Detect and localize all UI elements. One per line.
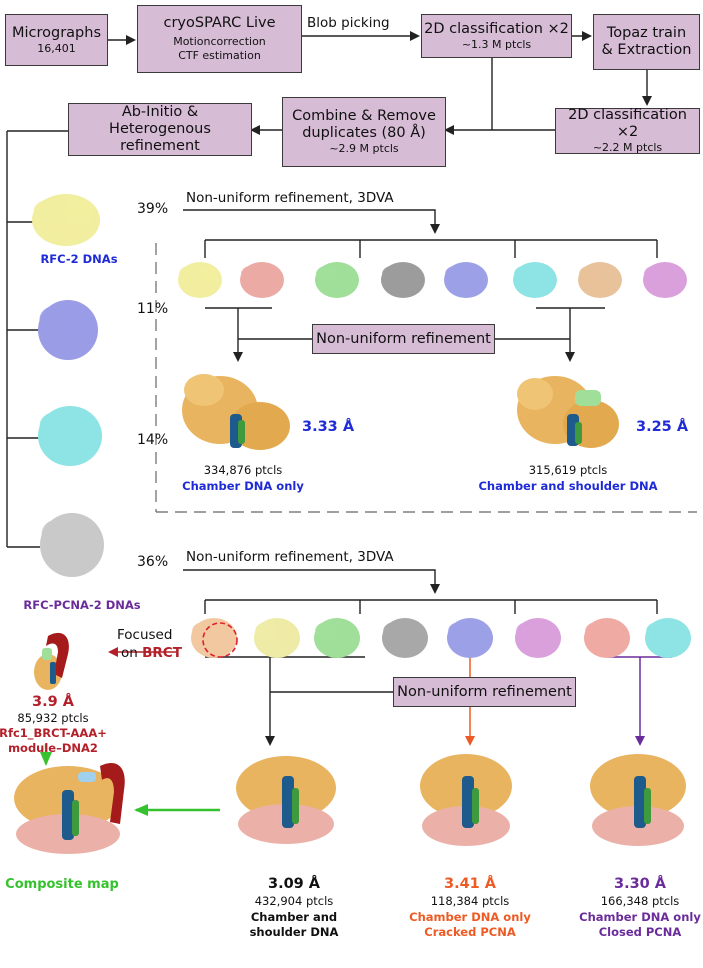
top-result-2-res: 3.25 Å xyxy=(636,419,689,435)
class-map-3 xyxy=(38,406,102,466)
bottom-result-2-desc-2: Cracked PCNA xyxy=(424,925,516,939)
class-pct-3: 14% xyxy=(137,432,169,448)
combine-line-2: duplicates (80 Å) xyxy=(302,125,426,141)
class-pct-4: 36% xyxy=(137,554,169,570)
class-pct-2: 11% xyxy=(137,301,169,317)
nur-3dva-bottom-label: Non-uniform refinement, 3DVA xyxy=(186,549,394,565)
top-result-1-ptcls: 334,876 ptcls xyxy=(203,463,283,477)
bottom-result-1-desc-2: shoulder DNA xyxy=(249,925,339,939)
topaz-line-1: Topaz train xyxy=(606,25,687,41)
dashed-frame xyxy=(155,243,697,513)
result-map-chamber-shoulder xyxy=(517,376,619,448)
box-nur-bottom: Non-uniform refinement xyxy=(393,677,576,707)
top-result-1-desc: Chamber DNA only xyxy=(182,479,304,493)
subclass-bottom-map-6 xyxy=(515,618,561,658)
subclass-bottom-map-7 xyxy=(584,618,630,658)
box-2d-classification-a: 2D classification ×2 ~1.3 M ptcls xyxy=(421,14,572,58)
focused-on-text: on xyxy=(121,645,143,661)
bottom-result-3-ptcls: 166,348 ptcls xyxy=(600,894,680,908)
box-2d-classification-b: 2D classification ×2 ~2.2 M ptcls xyxy=(555,107,700,154)
subclass-maps-bottom xyxy=(191,618,691,658)
micrographs-title: Micrographs xyxy=(11,24,102,41)
box-abinitio: Ab-Initio & Heterogenous refinement xyxy=(68,103,252,156)
bottom-result-3-desc-2: Closed PCNA xyxy=(598,925,682,939)
bottom-result-1-desc-1: Chamber and xyxy=(250,910,338,924)
cryosparc-step-2: CTF estimation xyxy=(178,49,261,62)
bottom-result-1-ptcls: 432,904 ptcls xyxy=(254,894,334,908)
combine-count: ~2.9 M ptcls xyxy=(329,142,399,155)
top-result-2-ptcls: 315,619 ptcls xyxy=(528,463,608,477)
subclass-bottom-map-2 xyxy=(254,618,300,658)
class-map-2 xyxy=(38,300,98,360)
cryosparc-step-1: Motioncorrection xyxy=(173,35,266,48)
bottom-branch-lines xyxy=(183,569,658,746)
bottom-result-2-res: 3.41 Å xyxy=(443,876,497,892)
brct-desc-1: Rfc1_BRCT-AAA+ xyxy=(0,726,107,740)
brct-desc-2: module–DNA2 xyxy=(8,741,98,755)
top-result-1-res: 3.33 Å xyxy=(302,419,355,435)
box-topaz: Topaz train & Extraction xyxy=(593,14,700,70)
subclass-bottom-map-4 xyxy=(382,618,428,658)
result-map-bottom-3 xyxy=(590,754,686,846)
class2d-a-count: ~1.3 M ptcls xyxy=(461,37,532,51)
subclass-maps-top xyxy=(178,262,687,298)
result-map-bottom-2 xyxy=(420,754,512,846)
subclass-bottom-map-5 xyxy=(447,618,493,658)
bottom-result-3-res: 3.30 Å xyxy=(613,876,667,892)
abinitio-line-1: Ab-Initio & xyxy=(121,104,199,120)
top-result-2-desc: Chamber and shoulder DNA xyxy=(478,479,658,493)
subclass-bottom-map-3 xyxy=(314,618,360,658)
cryosparc-title: cryoSPARC Live xyxy=(163,15,276,31)
class-maps xyxy=(32,194,104,577)
micrographs-count: 16,401 xyxy=(37,41,76,55)
class2d-b-count: ~2.2 M ptcls xyxy=(592,141,663,154)
pipeline-connectors xyxy=(108,31,652,135)
focused-label-1: Focused xyxy=(117,627,173,643)
result-map-brct xyxy=(34,632,69,690)
bottom-result-1-res: 3.09 Å xyxy=(267,876,321,892)
composite-map-label: Composite map xyxy=(5,877,119,892)
class-map-4 xyxy=(40,513,104,577)
bottom-result-2-ptcls: 118,384 ptcls xyxy=(430,894,510,908)
top-branch-lines xyxy=(183,209,658,362)
combine-line-1: Combine & Remove xyxy=(292,108,436,124)
result-map-bottom-1 xyxy=(236,756,336,844)
subclass-top-map-4 xyxy=(381,262,425,298)
subclass-top-map-2 xyxy=(240,262,284,298)
subclass-top-map-7 xyxy=(578,262,622,298)
class-map-1 xyxy=(32,194,100,246)
box-nur-top: Non-uniform refinement xyxy=(312,324,495,354)
brct-res: 3.9 Å xyxy=(32,694,74,710)
brct-ptcls: 85,932 ptcls xyxy=(17,711,89,725)
abinitio-line-2: Heterogenous refinement xyxy=(109,121,211,154)
class-name-1: RFC-2 DNAs xyxy=(40,252,118,266)
class2d-a-title: 2D classification ×2 xyxy=(424,20,569,37)
box-combine-duplicates: Combine & Remove duplicates (80 Å) ~2.9 … xyxy=(282,97,446,167)
box-micrographs: Micrographs 16,401 xyxy=(5,14,108,66)
result-map-chamber-dna-only xyxy=(182,374,290,450)
focus-circle xyxy=(202,622,238,658)
topaz-line-2: & Extraction xyxy=(601,42,692,58)
nur-3dva-top-label: Non-uniform refinement, 3DVA xyxy=(186,190,394,206)
blob-picking-label: Blob picking xyxy=(307,15,390,31)
subclass-top-map-3 xyxy=(315,262,359,298)
class-pct-1: 39% xyxy=(137,201,169,217)
bottom-result-2-desc-1: Chamber DNA only xyxy=(409,910,531,924)
focused-label-2: on BRCT xyxy=(121,646,182,661)
closed-branch xyxy=(608,656,672,746)
subclass-top-map-1 xyxy=(178,262,222,298)
bottom-result-3-desc-1: Chamber DNA only xyxy=(579,910,701,924)
class-name-4: RFC-PCNA-2 DNAs xyxy=(23,598,141,612)
nur-bottom-label: Non-uniform refinement xyxy=(397,683,572,700)
subclass-top-map-8 xyxy=(643,262,687,298)
focused-brct-text: BRCT xyxy=(142,645,182,661)
subclass-top-map-6 xyxy=(513,262,557,298)
result-map-composite xyxy=(14,763,125,854)
class2d-b-title: 2D classification ×2 xyxy=(568,107,687,140)
nur-top-label: Non-uniform refinement xyxy=(316,330,491,347)
box-cryosparc-live: cryoSPARC Live Motioncorrection CTF esti… xyxy=(137,5,302,73)
subclass-bottom-map-8 xyxy=(645,618,691,658)
subclass-top-map-5 xyxy=(444,262,488,298)
